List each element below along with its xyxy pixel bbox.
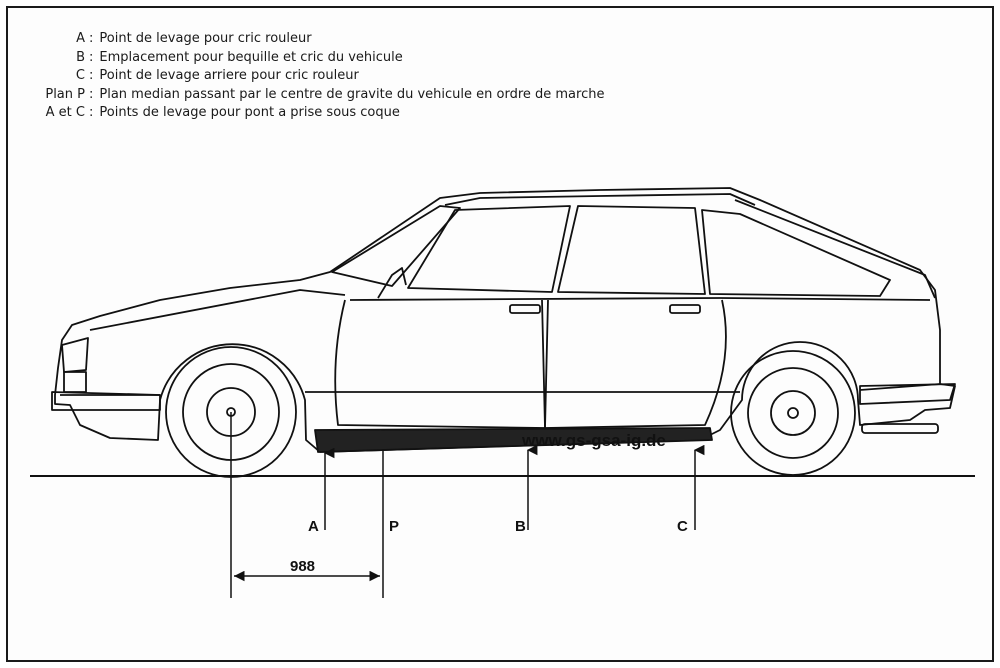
legend-item: B : Emplacement pour bequille et cric du… bbox=[28, 49, 604, 68]
side-mirror bbox=[377, 267, 407, 299]
legend: A : Point de levage pour cric rouleur B … bbox=[28, 30, 604, 123]
belt-line bbox=[349, 297, 931, 301]
legend-text: Point de levage pour cric rouleur bbox=[99, 31, 312, 46]
legend-separator: : bbox=[89, 86, 94, 102]
legend-key: C bbox=[75, 68, 85, 83]
legend-text: Emplacement pour bequille et cric du veh… bbox=[99, 49, 403, 65]
legend-key: A bbox=[76, 31, 85, 46]
legend-text: Plan median passant par le centre de gra… bbox=[99, 86, 605, 102]
legend-text: Points de levage pour pont a prise sous … bbox=[99, 105, 400, 120]
headlamp bbox=[61, 337, 89, 373]
legend-text: Point de levage arriere pour cric rouleu… bbox=[99, 68, 359, 83]
front-window bbox=[407, 205, 571, 293]
body-silhouette bbox=[54, 187, 956, 453]
body-crease bbox=[60, 383, 941, 396]
rear-bumper bbox=[859, 383, 956, 405]
watermark-text: www.gs-gsa-ig.de bbox=[521, 431, 666, 450]
marker-a-label: A bbox=[308, 518, 319, 535]
legend-separator: : bbox=[89, 68, 94, 83]
dimension-value: 988 bbox=[290, 558, 315, 575]
legend-key: A et C bbox=[45, 105, 85, 120]
legend-separator: : bbox=[89, 31, 94, 46]
quarter-window bbox=[701, 209, 891, 297]
front-door bbox=[334, 299, 546, 429]
front-bumper bbox=[51, 391, 161, 411]
legend-item: A et C : Points de levage pour pont a pr… bbox=[28, 104, 604, 123]
legend-key: B bbox=[76, 49, 85, 65]
legend-separator: : bbox=[89, 105, 94, 120]
exhaust-pipe bbox=[861, 423, 939, 434]
car-body bbox=[51, 187, 956, 453]
rear-wheel bbox=[730, 350, 856, 476]
marker-b-label: B bbox=[515, 518, 526, 535]
roof-line bbox=[444, 193, 756, 206]
indicator-lamp bbox=[63, 371, 87, 393]
legend-key: Plan P bbox=[45, 86, 85, 102]
legend-item: Plan P : Plan median passant par le cent… bbox=[28, 86, 604, 105]
hatch-edge bbox=[734, 199, 936, 299]
marker-c-label: C bbox=[677, 518, 688, 535]
sill-strip bbox=[314, 427, 713, 453]
front-door-handle bbox=[509, 304, 541, 314]
rear-window bbox=[557, 205, 706, 295]
drawing-frame bbox=[6, 6, 994, 662]
legend-item: C : Point de levage arriere pour cric ro… bbox=[28, 67, 604, 86]
legend-item: A : Point de levage pour cric rouleur bbox=[28, 30, 604, 49]
rear-door bbox=[544, 299, 727, 429]
legend-separator: : bbox=[89, 49, 94, 65]
rear-door-handle bbox=[669, 304, 701, 314]
marker-p-label: P bbox=[389, 518, 399, 535]
windshield bbox=[331, 205, 461, 287]
bonnet-line bbox=[89, 289, 346, 331]
